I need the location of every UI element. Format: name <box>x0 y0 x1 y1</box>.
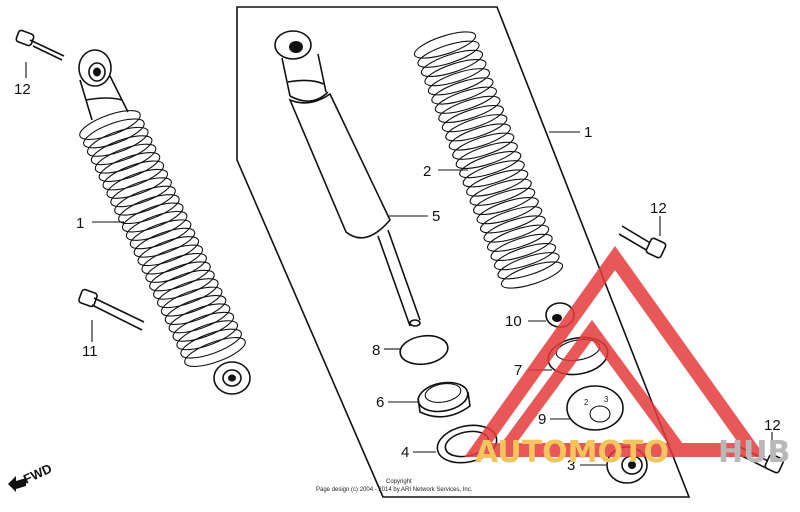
spring-coil <box>141 244 204 275</box>
spring-coil <box>176 320 239 351</box>
spring-coil <box>90 135 153 166</box>
callout-7: 7 <box>514 362 522 379</box>
spring-coil <box>441 104 504 133</box>
spring-coil <box>145 252 207 283</box>
callout-6: 6 <box>376 394 384 411</box>
spring-coil <box>79 110 141 140</box>
fwd-label: FWD <box>21 461 54 487</box>
spring-coil <box>486 224 550 252</box>
callout-2: 2 <box>423 163 431 180</box>
spring-coil <box>83 118 145 149</box>
callout-5: 5 <box>432 208 440 225</box>
callout-12: 12 <box>650 200 667 217</box>
spring-coil <box>420 49 484 78</box>
spring-coil <box>500 261 564 289</box>
callout-12: 12 <box>14 81 31 98</box>
spring-coil <box>118 194 180 225</box>
assembled-shock-absorber <box>78 49 251 395</box>
spring-coil <box>98 152 161 183</box>
spring-coil <box>184 337 246 367</box>
spring-coil <box>102 160 165 191</box>
spring-coil <box>156 278 219 309</box>
callout-10: 10 <box>505 313 522 330</box>
spring-coil <box>413 31 477 59</box>
spring-coil <box>497 252 560 280</box>
callout-11: 11 <box>82 343 98 360</box>
spring-coil <box>452 132 515 160</box>
damper-unit <box>274 30 421 327</box>
ring-clip <box>399 334 449 366</box>
spring-coil <box>448 123 511 151</box>
exploded-view-frame <box>236 6 691 498</box>
spring-coil <box>462 160 525 188</box>
spring-coil <box>480 206 543 234</box>
watermark-logo <box>464 245 766 457</box>
spring-coil <box>160 286 223 317</box>
spring-coil <box>94 143 157 174</box>
spring-coil <box>473 187 536 216</box>
spring-coil <box>417 40 480 68</box>
bolt-icon <box>15 29 65 61</box>
leader-lines <box>25 62 773 466</box>
spring-coil <box>490 233 553 262</box>
spring-coil <box>445 114 508 142</box>
callout-8: 8 <box>372 342 380 359</box>
spring-coil <box>483 215 546 243</box>
spring-coil <box>476 196 539 225</box>
callout-1: 1 <box>76 215 84 232</box>
spring-coil <box>164 294 227 325</box>
bolt-icon <box>618 225 667 259</box>
spring-coil <box>424 58 487 87</box>
callout-3: 3 <box>567 457 575 474</box>
callout-9: 9 <box>538 411 546 428</box>
spring-coil <box>137 236 200 267</box>
spring-coil <box>129 219 192 250</box>
spring-coil <box>434 86 497 114</box>
spring-coil <box>110 177 172 208</box>
callout-12: 12 <box>764 417 781 434</box>
copyright-line-1: Copyright <box>386 479 412 485</box>
coil-spring <box>413 31 564 289</box>
svg-text:3: 3 <box>604 395 609 404</box>
spring-coil <box>427 68 491 96</box>
callout-1: 1 <box>584 124 592 141</box>
spring-coil <box>172 311 235 342</box>
collar-part <box>417 381 471 418</box>
spring-coil <box>149 261 211 292</box>
spring-coil <box>153 269 215 300</box>
spring-coil <box>431 77 494 105</box>
spring-coil <box>121 202 184 233</box>
watermark-text-hub: HUB <box>718 435 790 470</box>
adjuster-cam: 2 3 <box>566 385 624 431</box>
callout-4: 4 <box>401 444 409 461</box>
spring-coil <box>86 126 149 157</box>
copyright-line-2: Page design (c) 2004 - 2014 by ARI Netwo… <box>316 487 473 493</box>
spring-coil <box>438 95 501 124</box>
svg-text:2: 2 <box>584 398 589 407</box>
spring-coil <box>459 150 522 179</box>
bolt-icon <box>78 288 145 331</box>
spring-coil <box>455 141 518 170</box>
spring-coil <box>466 169 529 197</box>
spring-coil <box>106 168 169 199</box>
spring-coil <box>180 328 242 359</box>
spring-coil <box>114 185 176 216</box>
spring-coil <box>125 210 188 241</box>
spring-coil <box>133 227 196 258</box>
spring-coil <box>168 303 231 334</box>
spring-coil <box>493 242 557 271</box>
forward-arrow-icon <box>8 476 26 492</box>
spring-coil <box>469 178 532 206</box>
watermark-text-automoto: AUTOMOTO <box>475 435 669 470</box>
